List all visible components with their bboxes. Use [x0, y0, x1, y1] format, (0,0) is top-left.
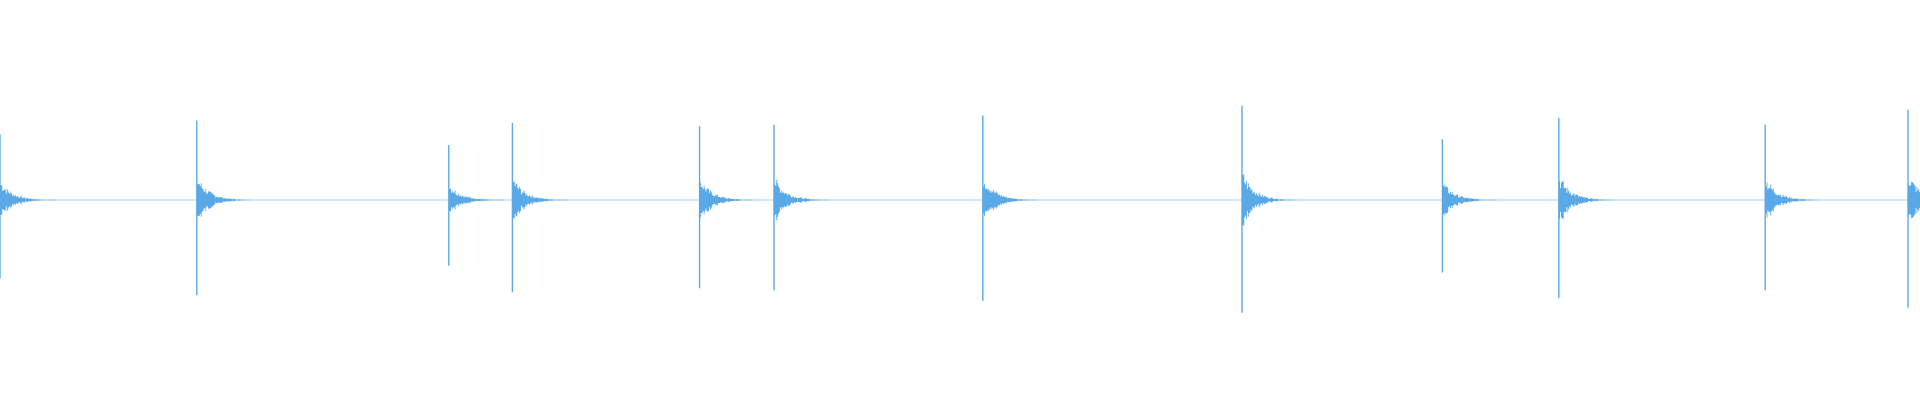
waveform-transients	[0, 105, 1920, 313]
waveform-transient	[1441, 139, 1498, 273]
transient-decay	[0, 185, 56, 215]
waveform-transient	[773, 124, 830, 291]
transient-decay	[1242, 174, 1298, 226]
transient-decay	[1908, 181, 1920, 219]
waveform-transient	[1558, 118, 1615, 298]
transient-decay	[512, 181, 568, 219]
transient-decay	[1559, 181, 1615, 219]
transient-decay	[449, 188, 505, 212]
transient-decay	[983, 184, 1039, 216]
waveform-transient	[448, 145, 505, 266]
waveform-transient	[982, 115, 1039, 301]
waveform-transient	[698, 126, 755, 289]
waveform-transient	[1907, 109, 1920, 308]
waveform-transient	[1764, 124, 1821, 291]
waveform-transient	[511, 122, 568, 293]
transient-decay	[197, 183, 253, 217]
transient-decay	[1765, 182, 1821, 218]
transient-decay	[774, 179, 830, 221]
waveform-transient	[0, 134, 56, 279]
transient-decay	[700, 182, 755, 218]
waveform-transient	[1241, 105, 1298, 313]
waveform-transient	[196, 120, 253, 296]
transient-decay	[1442, 184, 1498, 216]
